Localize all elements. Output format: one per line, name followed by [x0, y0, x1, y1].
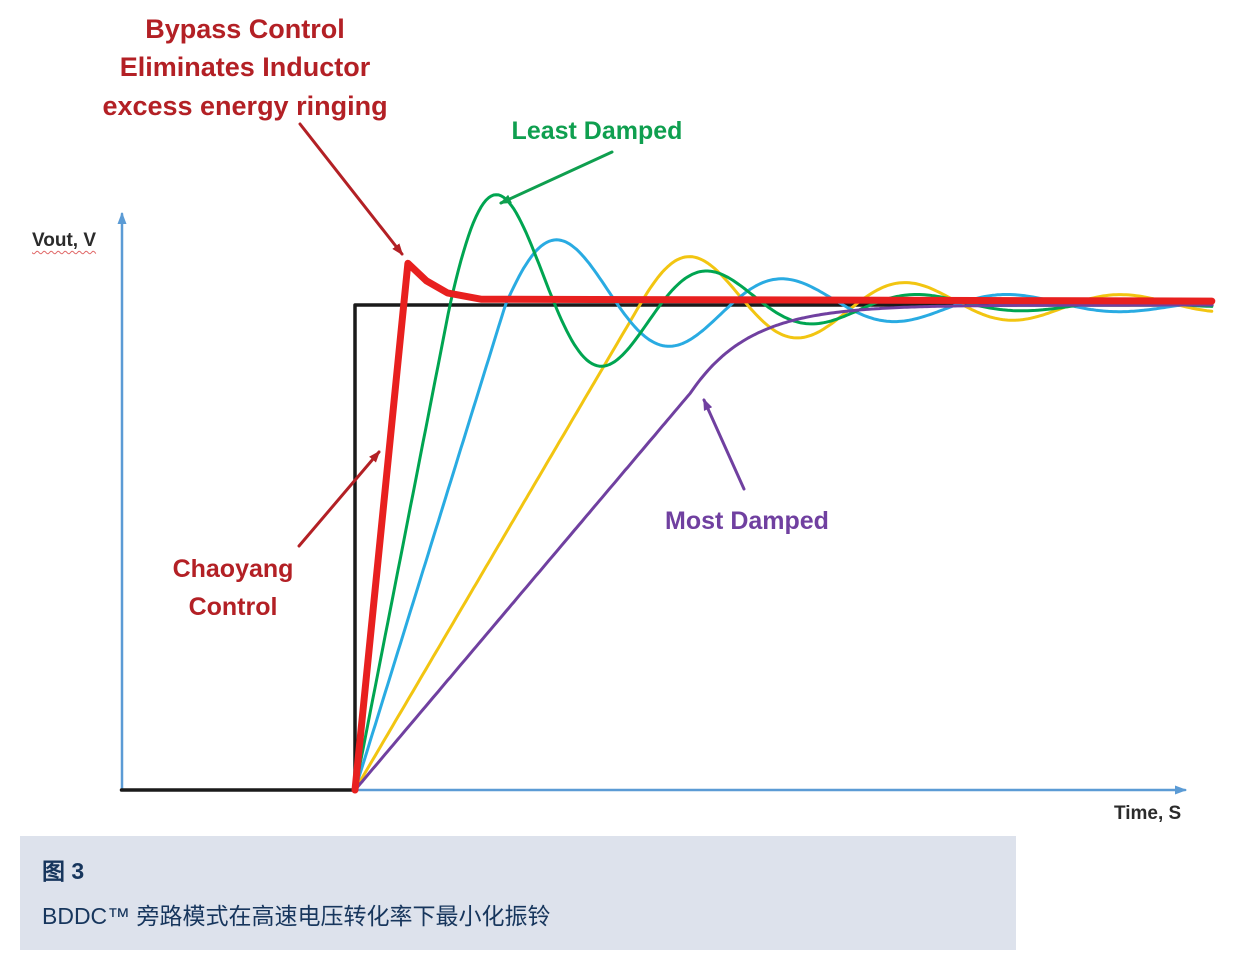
annotation-arrow-most: [702, 398, 746, 491]
plot-svg: [117, 122, 1216, 795]
annotation-arrow-least: [499, 150, 614, 205]
figure-caption: 图 3 BDDC™ 旁路模式在高速电压转化率下最小化振铃: [20, 836, 1016, 950]
y-axis-label: Vout, V: [32, 230, 97, 251]
annotation-bypass-control: Bypass Control Eliminates Inductor exces…: [102, 14, 388, 121]
annotation-arrow-chaoyang: [297, 450, 381, 548]
figure-caption-text: BDDC™ 旁路模式在高速电压转化率下最小化振铃: [42, 903, 551, 929]
annotation-chaoyang-control: Chaoyang Control: [172, 555, 294, 621]
curve-most-damped: [353, 303, 1214, 792]
chart-area: Vout, V Time, S Bypass Control Eliminate…: [32, 14, 1216, 824]
annotation-least-damped: Least Damped: [511, 117, 683, 145]
annotation-arrow-bypass: [298, 122, 404, 256]
curve-bypass-control: [351, 259, 1216, 794]
figure-caption-number: 图 3: [42, 858, 85, 884]
x-axis-label: Time, S: [1114, 803, 1182, 824]
curve-least-damped: [353, 193, 1214, 792]
annotation-most-damped: Most Damped: [665, 507, 829, 535]
curve-ideal-step: [119, 303, 1214, 792]
